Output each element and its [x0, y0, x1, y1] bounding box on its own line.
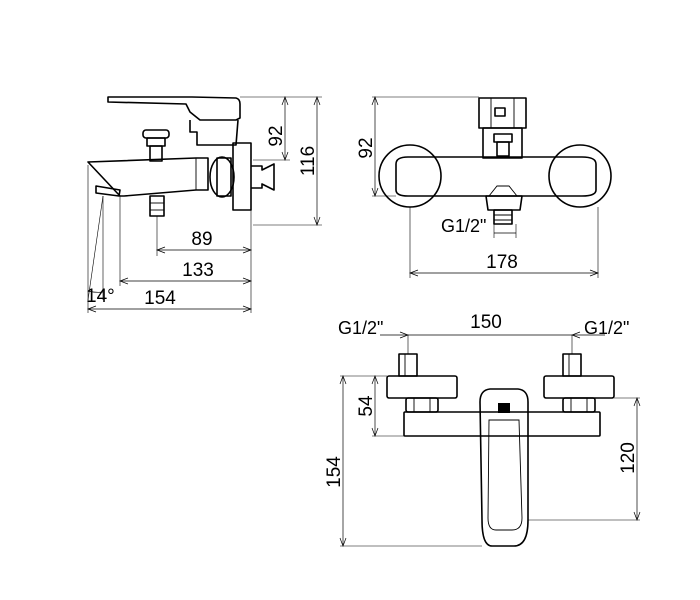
top-flange-right — [548, 144, 612, 208]
front-flange-left — [386, 375, 458, 399]
top-flange-left — [378, 144, 442, 208]
dim-top-92: 92 — [356, 137, 377, 158]
dim-front-120: 120 — [618, 442, 639, 474]
top-lever — [478, 97, 527, 129]
side-view: 92 116 89 133 154 14° — [86, 96, 322, 313]
front-inlet-left — [398, 353, 418, 377]
front-body-bar — [403, 411, 601, 437]
dim-top-178: 178 — [486, 252, 518, 273]
dim-front-54: 54 — [356, 395, 377, 417]
eccentric-nut — [209, 156, 235, 198]
front-inlet-right — [562, 353, 582, 377]
shower-outlet — [149, 195, 165, 217]
dim-side-89: 89 — [191, 229, 212, 250]
top-outlet — [485, 195, 523, 211]
spout-aerator — [95, 185, 121, 197]
lever-handle — [107, 96, 241, 121]
cartridge-body — [189, 119, 239, 146]
brand-logo — [498, 403, 510, 413]
front-nut-left — [405, 397, 439, 413]
front-nut-right — [562, 397, 596, 413]
diverter-knob — [142, 129, 170, 139]
wall-flange — [232, 142, 252, 211]
dim-side-133: 133 — [182, 260, 214, 281]
top-body-bar — [395, 156, 597, 197]
mixer-body — [87, 157, 209, 197]
front-view: 150 G1/2" G1/2" 54 154 120 — [324, 312, 641, 547]
dim-side-92: 92 — [266, 125, 287, 146]
dim-top-thread: G1/2" — [441, 216, 486, 236]
dim-side-angle: 14° — [86, 286, 115, 307]
dim-side-116: 116 — [298, 146, 319, 176]
front-flange-right — [543, 375, 615, 399]
dim-front-154: 154 — [324, 456, 345, 488]
dim-front-thread-right: G1/2" — [584, 318, 629, 338]
dim-side-154: 154 — [144, 288, 176, 309]
inlet-connector — [251, 163, 275, 191]
top-view: 92 G1/2" 178 — [356, 96, 612, 278]
dim-front-thread-left: G1/2" — [338, 318, 383, 338]
dim-front-150: 150 — [470, 312, 502, 333]
